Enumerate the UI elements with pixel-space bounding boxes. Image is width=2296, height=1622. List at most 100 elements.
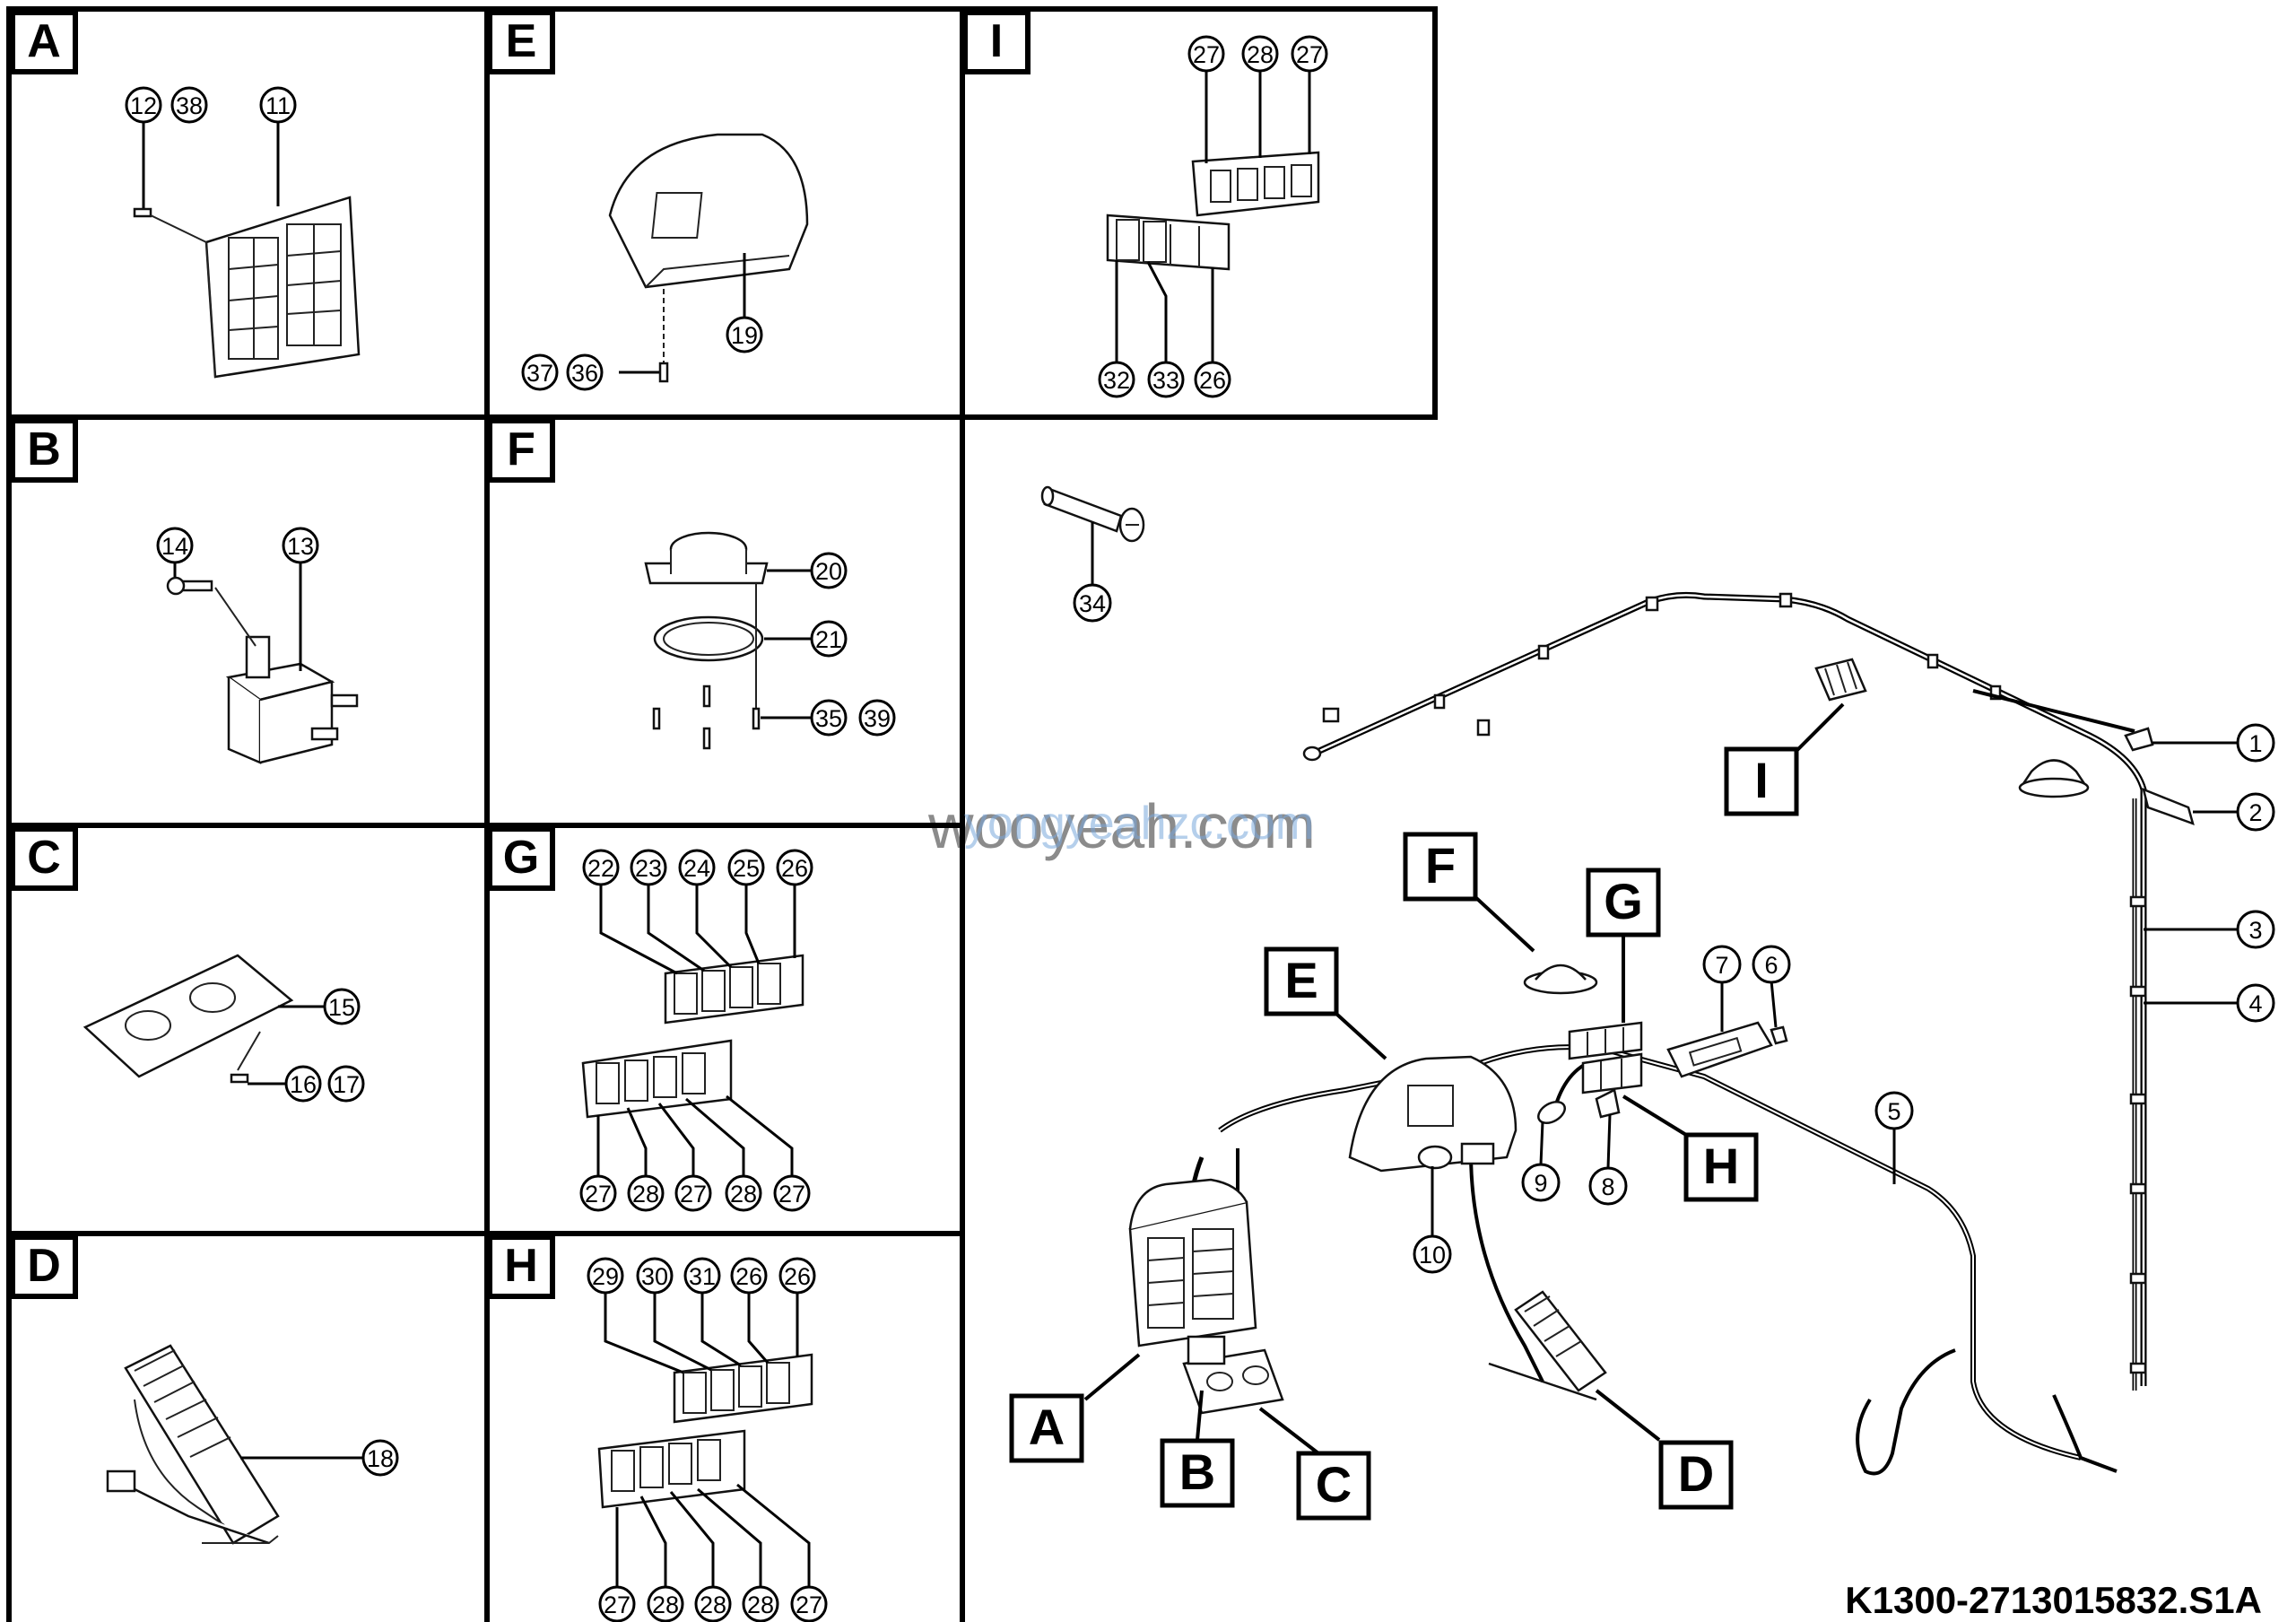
svg-text:27: 27 — [585, 1181, 612, 1208]
callout-19: 19 — [726, 316, 763, 353]
svg-text:23: 23 — [635, 855, 662, 882]
svg-text:28: 28 — [730, 1181, 757, 1208]
svg-text:I: I — [1754, 752, 1769, 808]
svg-text:13: 13 — [287, 533, 314, 560]
callout-14: 14 — [156, 527, 194, 564]
main-box-f: F — [1403, 832, 1478, 902]
panel-label-e: E — [487, 10, 555, 74]
callout-28-i: 28 — [1241, 35, 1279, 73]
callout-29: 29 — [587, 1257, 624, 1295]
callout-37: 37 — [521, 353, 559, 391]
svg-text:6: 6 — [1764, 952, 1778, 979]
svg-text:17: 17 — [333, 1071, 360, 1098]
svg-text:11: 11 — [265, 92, 291, 119]
callout-4: 4 — [2236, 983, 2275, 1023]
svg-text:10: 10 — [1419, 1242, 1446, 1269]
svg-text:2: 2 — [2248, 799, 2262, 826]
svg-text:27: 27 — [604, 1591, 631, 1618]
callout-36: 36 — [566, 353, 604, 391]
svg-text:28: 28 — [700, 1591, 726, 1618]
panel-b-content: 14 13 — [156, 527, 359, 764]
svg-text:26: 26 — [735, 1263, 762, 1290]
callout-39: 39 — [858, 699, 896, 737]
svg-text:G: G — [1604, 873, 1643, 929]
svg-text:H: H — [1703, 1138, 1739, 1194]
svg-text:D: D — [1678, 1445, 1714, 1502]
callout-27-i-left: 27 — [1187, 35, 1225, 73]
svg-text:38: 38 — [176, 92, 203, 119]
part-code: K1300-2713015832.S1A — [1845, 1579, 2262, 1621]
svg-text:F: F — [1425, 837, 1456, 894]
svg-text:24: 24 — [683, 855, 710, 882]
svg-text:yongyeahzc.com: yongyeahzc.com — [964, 798, 1314, 850]
callout-33: 33 — [1147, 361, 1185, 398]
svg-text:32: 32 — [1103, 367, 1130, 394]
panel-c-content: 15 16 17 — [83, 954, 365, 1103]
svg-text:27: 27 — [1193, 41, 1220, 68]
svg-text:7: 7 — [1715, 952, 1728, 979]
panel-f-content: 20 21 35 39 — [644, 531, 896, 750]
svg-text:31: 31 — [689, 1263, 716, 1290]
main-box-c: C — [1296, 1451, 1371, 1521]
svg-text:35: 35 — [815, 705, 842, 732]
callout-26-h-1: 26 — [730, 1257, 768, 1295]
callout-27-g-3: 27 — [773, 1174, 811, 1212]
callout-26-h-2: 26 — [778, 1257, 816, 1295]
panel-grid — [6, 6, 1438, 1622]
callout-27-h-1: 27 — [598, 1585, 636, 1622]
callout-15: 15 — [323, 988, 361, 1025]
callout-26-i: 26 — [1194, 361, 1231, 398]
main-assembly: 34 — [1009, 485, 2275, 1521]
panel-label-d: D — [10, 1234, 78, 1299]
callout-10: 10 — [1413, 1234, 1452, 1274]
svg-text:37: 37 — [526, 360, 553, 387]
callout-9: 9 — [1521, 1163, 1561, 1202]
svg-text:28: 28 — [652, 1591, 679, 1618]
panel-g-content: 22 23 24 25 26 27 28 27 — [579, 849, 813, 1212]
svg-text:H: H — [504, 1240, 538, 1292]
callout-28-h-2: 28 — [694, 1585, 732, 1622]
callout-35: 35 — [810, 699, 848, 737]
callout-31: 31 — [683, 1257, 721, 1295]
watermark: wooyeah.com yongyeahzc.com — [927, 791, 1316, 861]
main-box-b: B — [1160, 1438, 1235, 1508]
callout-16: 16 — [284, 1065, 322, 1103]
panel-label-f: F — [487, 418, 555, 483]
svg-text:26: 26 — [1199, 367, 1226, 394]
svg-text:A: A — [27, 15, 61, 67]
panel-h-content: 29 30 31 26 26 27 28 28 — [587, 1257, 828, 1622]
callout-1: 1 — [2236, 723, 2275, 763]
svg-text:39: 39 — [864, 705, 891, 732]
svg-text:27: 27 — [778, 1181, 805, 1208]
svg-text:D: D — [27, 1240, 61, 1292]
main-box-a: A — [1009, 1393, 1084, 1463]
svg-text:8: 8 — [1601, 1173, 1614, 1200]
panel-label-b: B — [10, 418, 78, 483]
svg-text:E: E — [1284, 952, 1318, 1008]
svg-text:27: 27 — [796, 1591, 822, 1618]
callout-28-g-2: 28 — [725, 1174, 762, 1212]
svg-text:28: 28 — [632, 1181, 659, 1208]
main-box-d: D — [1658, 1440, 1734, 1510]
callout-23: 23 — [630, 849, 667, 886]
callout-8: 8 — [1588, 1166, 1628, 1206]
callout-20: 20 — [810, 552, 848, 589]
callout-3: 3 — [2236, 910, 2275, 949]
callout-28-h-3: 28 — [742, 1585, 779, 1622]
svg-text:G: G — [503, 832, 539, 884]
svg-text:16: 16 — [290, 1071, 317, 1098]
callout-12: 12 — [125, 86, 162, 124]
callout-5: 5 — [1874, 1091, 1914, 1130]
svg-text:12: 12 — [130, 92, 157, 119]
main-box-h: H — [1683, 1132, 1759, 1202]
callout-27-h-2: 27 — [790, 1585, 828, 1622]
callout-32: 32 — [1098, 361, 1135, 398]
panel-a-content: 12 38 11 — [125, 86, 361, 379]
panel-i-content: 27 28 27 32 33 26 — [1098, 35, 1328, 398]
callout-7: 7 — [1702, 945, 1742, 984]
svg-text:26: 26 — [784, 1263, 811, 1290]
panel-e-content: 19 37 36 — [521, 133, 809, 391]
callout-24: 24 — [678, 849, 716, 886]
svg-text:1: 1 — [2248, 730, 2262, 757]
